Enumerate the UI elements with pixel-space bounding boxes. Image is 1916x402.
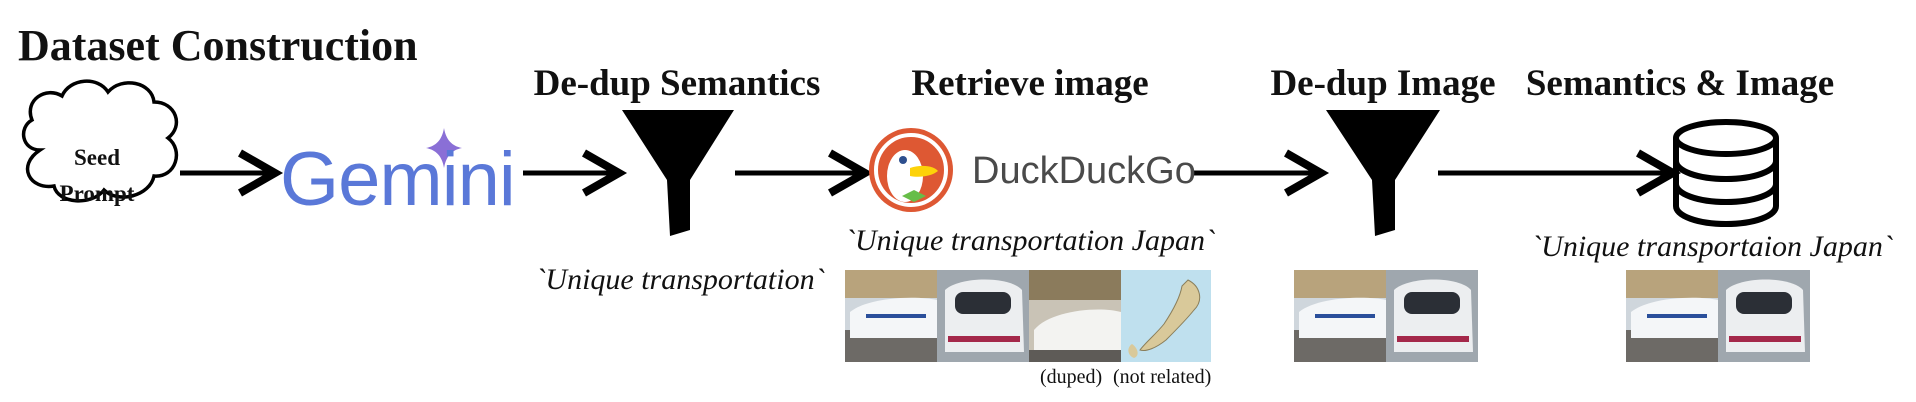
database-icon — [1673, 119, 1779, 228]
train-thumbnail — [1718, 270, 1810, 362]
duckduckgo-wordmark: DuckDuckGo — [972, 150, 1196, 192]
stage-final-heading: Semantics & Image — [1525, 63, 1835, 104]
stage-dedup-semantics-heading: De-dup Semantics — [533, 63, 821, 104]
train-thumbnail — [1294, 270, 1386, 362]
stage-retrieve-heading: Retrieve image — [911, 63, 1149, 104]
stage-dedup-image-heading: De-dup Image — [1270, 63, 1496, 104]
train-thumbnail — [1029, 270, 1121, 362]
page-title: Dataset Construction — [18, 21, 418, 70]
seed-label-line1: Seed — [74, 145, 120, 170]
gemini-sparkle-icon — [426, 128, 462, 168]
seed-label-line2: Prompt — [59, 181, 135, 206]
query-final: `Unique transportaion Japan` — [1531, 230, 1893, 263]
note-not-related: (not related) — [1113, 366, 1212, 388]
train-thumbnail — [1386, 270, 1478, 362]
query-semantics: `Unique transportation` — [535, 263, 825, 296]
train-thumbnail — [937, 270, 1029, 362]
note-duped: (duped) — [1040, 366, 1103, 388]
cloud-icon — [21, 79, 179, 203]
funnel-icon — [1326, 110, 1440, 236]
query-retrieve: `Unique transportation Japan` — [845, 224, 1215, 257]
japan-map-thumbnail — [1121, 270, 1211, 362]
train-thumbnail — [1626, 270, 1718, 362]
funnel-icon — [622, 110, 734, 236]
seed-prompt-label: Seed Prompt — [54, 140, 140, 212]
duckduckgo-logo — [869, 128, 953, 212]
gemini-logo: Gemini — [280, 137, 516, 222]
train-thumbnail — [845, 270, 937, 362]
